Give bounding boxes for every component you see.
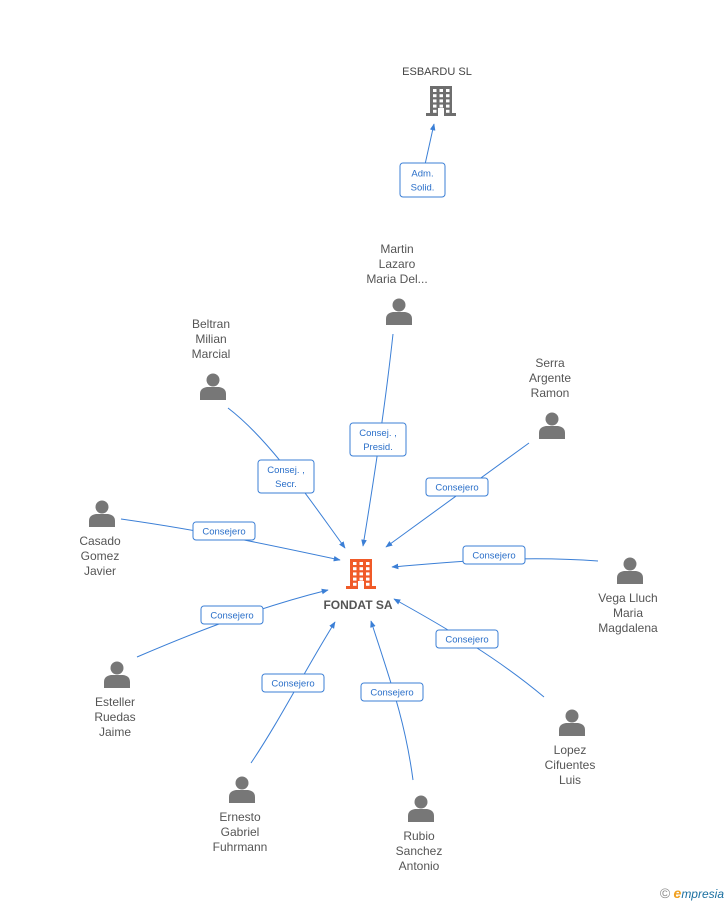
brand-logo: © empresia	[660, 885, 724, 901]
building-icon[interactable]	[346, 559, 376, 589]
person-name-esteller[interactable]: Ruedas	[94, 710, 135, 724]
person-icon[interactable]	[386, 298, 412, 326]
edge-label-rubio-center[interactable]: Consejero	[360, 682, 424, 702]
brand-name: mpresia	[681, 887, 724, 901]
person-name-martin[interactable]: Martin	[380, 242, 413, 256]
edge-label-text: Consejero	[445, 635, 488, 646]
person-name-ernesto[interactable]: Gabriel	[221, 825, 260, 839]
person-name-lopez[interactable]: Lopez	[554, 743, 587, 757]
edge-label-text: Consejero	[435, 483, 478, 494]
edge-ernesto-center	[250, 621, 336, 764]
person-name-serra[interactable]: Ramon	[531, 386, 570, 400]
edge-label-esteller-center[interactable]: Consejero	[200, 605, 264, 625]
edge-label-text: Consejero	[202, 527, 245, 538]
person-name-rubio[interactable]: Antonio	[399, 859, 440, 873]
person-name-casado[interactable]: Javier	[84, 564, 116, 578]
person-name-esteller[interactable]: Esteller	[95, 695, 135, 709]
person-icon[interactable]	[559, 709, 585, 737]
person-icon[interactable]	[408, 795, 434, 823]
center-company-name[interactable]: FONDAT SA	[323, 598, 392, 612]
edge-label-text: Adm.	[411, 169, 433, 180]
edge-label-martin-center[interactable]: Consej. , Presid.	[349, 422, 407, 457]
person-name-ernesto[interactable]: Fuhrmann	[213, 840, 268, 854]
edge-label-text: Solid.	[411, 183, 435, 194]
edge-label-text: Consej. ,	[359, 428, 397, 439]
edge-label-vega-center[interactable]: Consejero	[462, 545, 526, 565]
edge-label-casado-center[interactable]: Consejero	[192, 521, 256, 541]
copyright-symbol: ©	[659, 885, 671, 901]
person-name-lopez[interactable]: Cifuentes	[545, 758, 596, 772]
person-icon[interactable]	[539, 412, 565, 440]
edge-label-text: Consejero	[210, 611, 253, 622]
person-name-vega[interactable]: Vega Lluch	[598, 591, 657, 605]
person-name-rubio[interactable]: Sanchez	[396, 844, 443, 858]
person-icon[interactable]	[89, 500, 115, 528]
company-name-esbardu[interactable]: ESBARDU SL	[402, 66, 472, 78]
person-name-lopez[interactable]: Luis	[559, 773, 581, 787]
person-name-serra[interactable]: Serra	[535, 356, 565, 370]
edge-label-serra-center[interactable]: Consejero	[425, 477, 489, 497]
person-icon[interactable]	[229, 776, 255, 804]
person-icon[interactable]	[617, 557, 643, 585]
person-name-esteller[interactable]: Jaime	[99, 725, 131, 739]
edge-label-beltran-center[interactable]: Consej. , Secr.	[257, 459, 315, 494]
person-name-vega[interactable]: Magdalena	[598, 621, 658, 635]
edge-label-text: Consejero	[370, 688, 413, 699]
edge-label-lopez-center[interactable]: Consejero	[435, 629, 499, 649]
edge-label-text: Presid.	[363, 442, 393, 453]
person-name-serra[interactable]: Argente	[529, 371, 571, 385]
person-name-rubio[interactable]: Rubio	[403, 829, 435, 843]
person-name-casado[interactable]: Casado	[79, 534, 121, 548]
edge-label-text: Consejero	[271, 679, 314, 690]
person-name-ernesto[interactable]: Ernesto	[219, 810, 261, 824]
person-name-martin[interactable]: Maria Del...	[366, 272, 427, 286]
person-name-vega[interactable]: Maria	[613, 606, 643, 620]
person-name-beltran[interactable]: Marcial	[192, 347, 231, 361]
brand-initial: e	[673, 885, 682, 901]
edge-label-text: Secr.	[275, 479, 297, 490]
person-name-casado[interactable]: Gomez	[81, 549, 120, 563]
person-name-beltran[interactable]: Beltran	[192, 317, 230, 331]
person-icon[interactable]	[200, 373, 226, 401]
building-icon[interactable]	[426, 86, 456, 116]
person-name-martin[interactable]: Lazaro	[379, 257, 416, 271]
person-icon[interactable]	[104, 661, 130, 689]
person-name-beltran[interactable]: Milian	[195, 332, 226, 346]
edge-label-text: Consej. ,	[267, 465, 305, 476]
edge-label-martin-esbardu[interactable]: Adm. Solid.	[399, 162, 446, 198]
edge-label-text: Consejero	[472, 551, 515, 562]
edge-label-ernesto-center[interactable]: Consejero	[261, 673, 325, 693]
